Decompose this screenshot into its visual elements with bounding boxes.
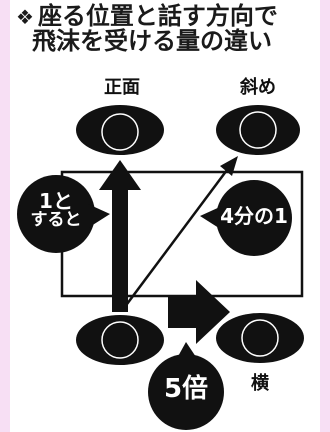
person-diagonal: [216, 105, 300, 155]
title-text-1: 座る位置と話す方向で: [37, 2, 278, 30]
label-side: 横: [251, 373, 269, 394]
label-front: 正面: [104, 77, 140, 98]
person-speaker: [76, 315, 164, 365]
arrow-to-diagonal: [122, 156, 238, 309]
bubble-right-text: 4分の1: [220, 204, 288, 228]
bubble-right: [200, 180, 292, 256]
label-diagonal: 斜め: [240, 77, 276, 98]
bubble-left-line-1: 1と: [39, 189, 73, 213]
bubble-left-text: 1と すると: [20, 191, 92, 230]
bubble-left-line-2: すると: [30, 210, 82, 230]
title-mark-icon: ❖: [16, 5, 34, 29]
title-line-2: 飛沫を受ける量の違い: [32, 27, 272, 56]
bubble-left: [17, 175, 110, 253]
arrow-to-front: [99, 160, 141, 312]
person-side: [216, 313, 304, 363]
arrow-to-side: [168, 280, 230, 344]
person-front: [76, 105, 164, 155]
diagram-title: ❖座る位置と話す方向で 飛沫を受ける量の違い: [16, 2, 316, 56]
bubble-bottom-text: 5倍: [163, 374, 209, 404]
bubble-bottom: [148, 342, 224, 430]
title-line-1: ❖座る位置と話す方向で: [16, 2, 316, 30]
